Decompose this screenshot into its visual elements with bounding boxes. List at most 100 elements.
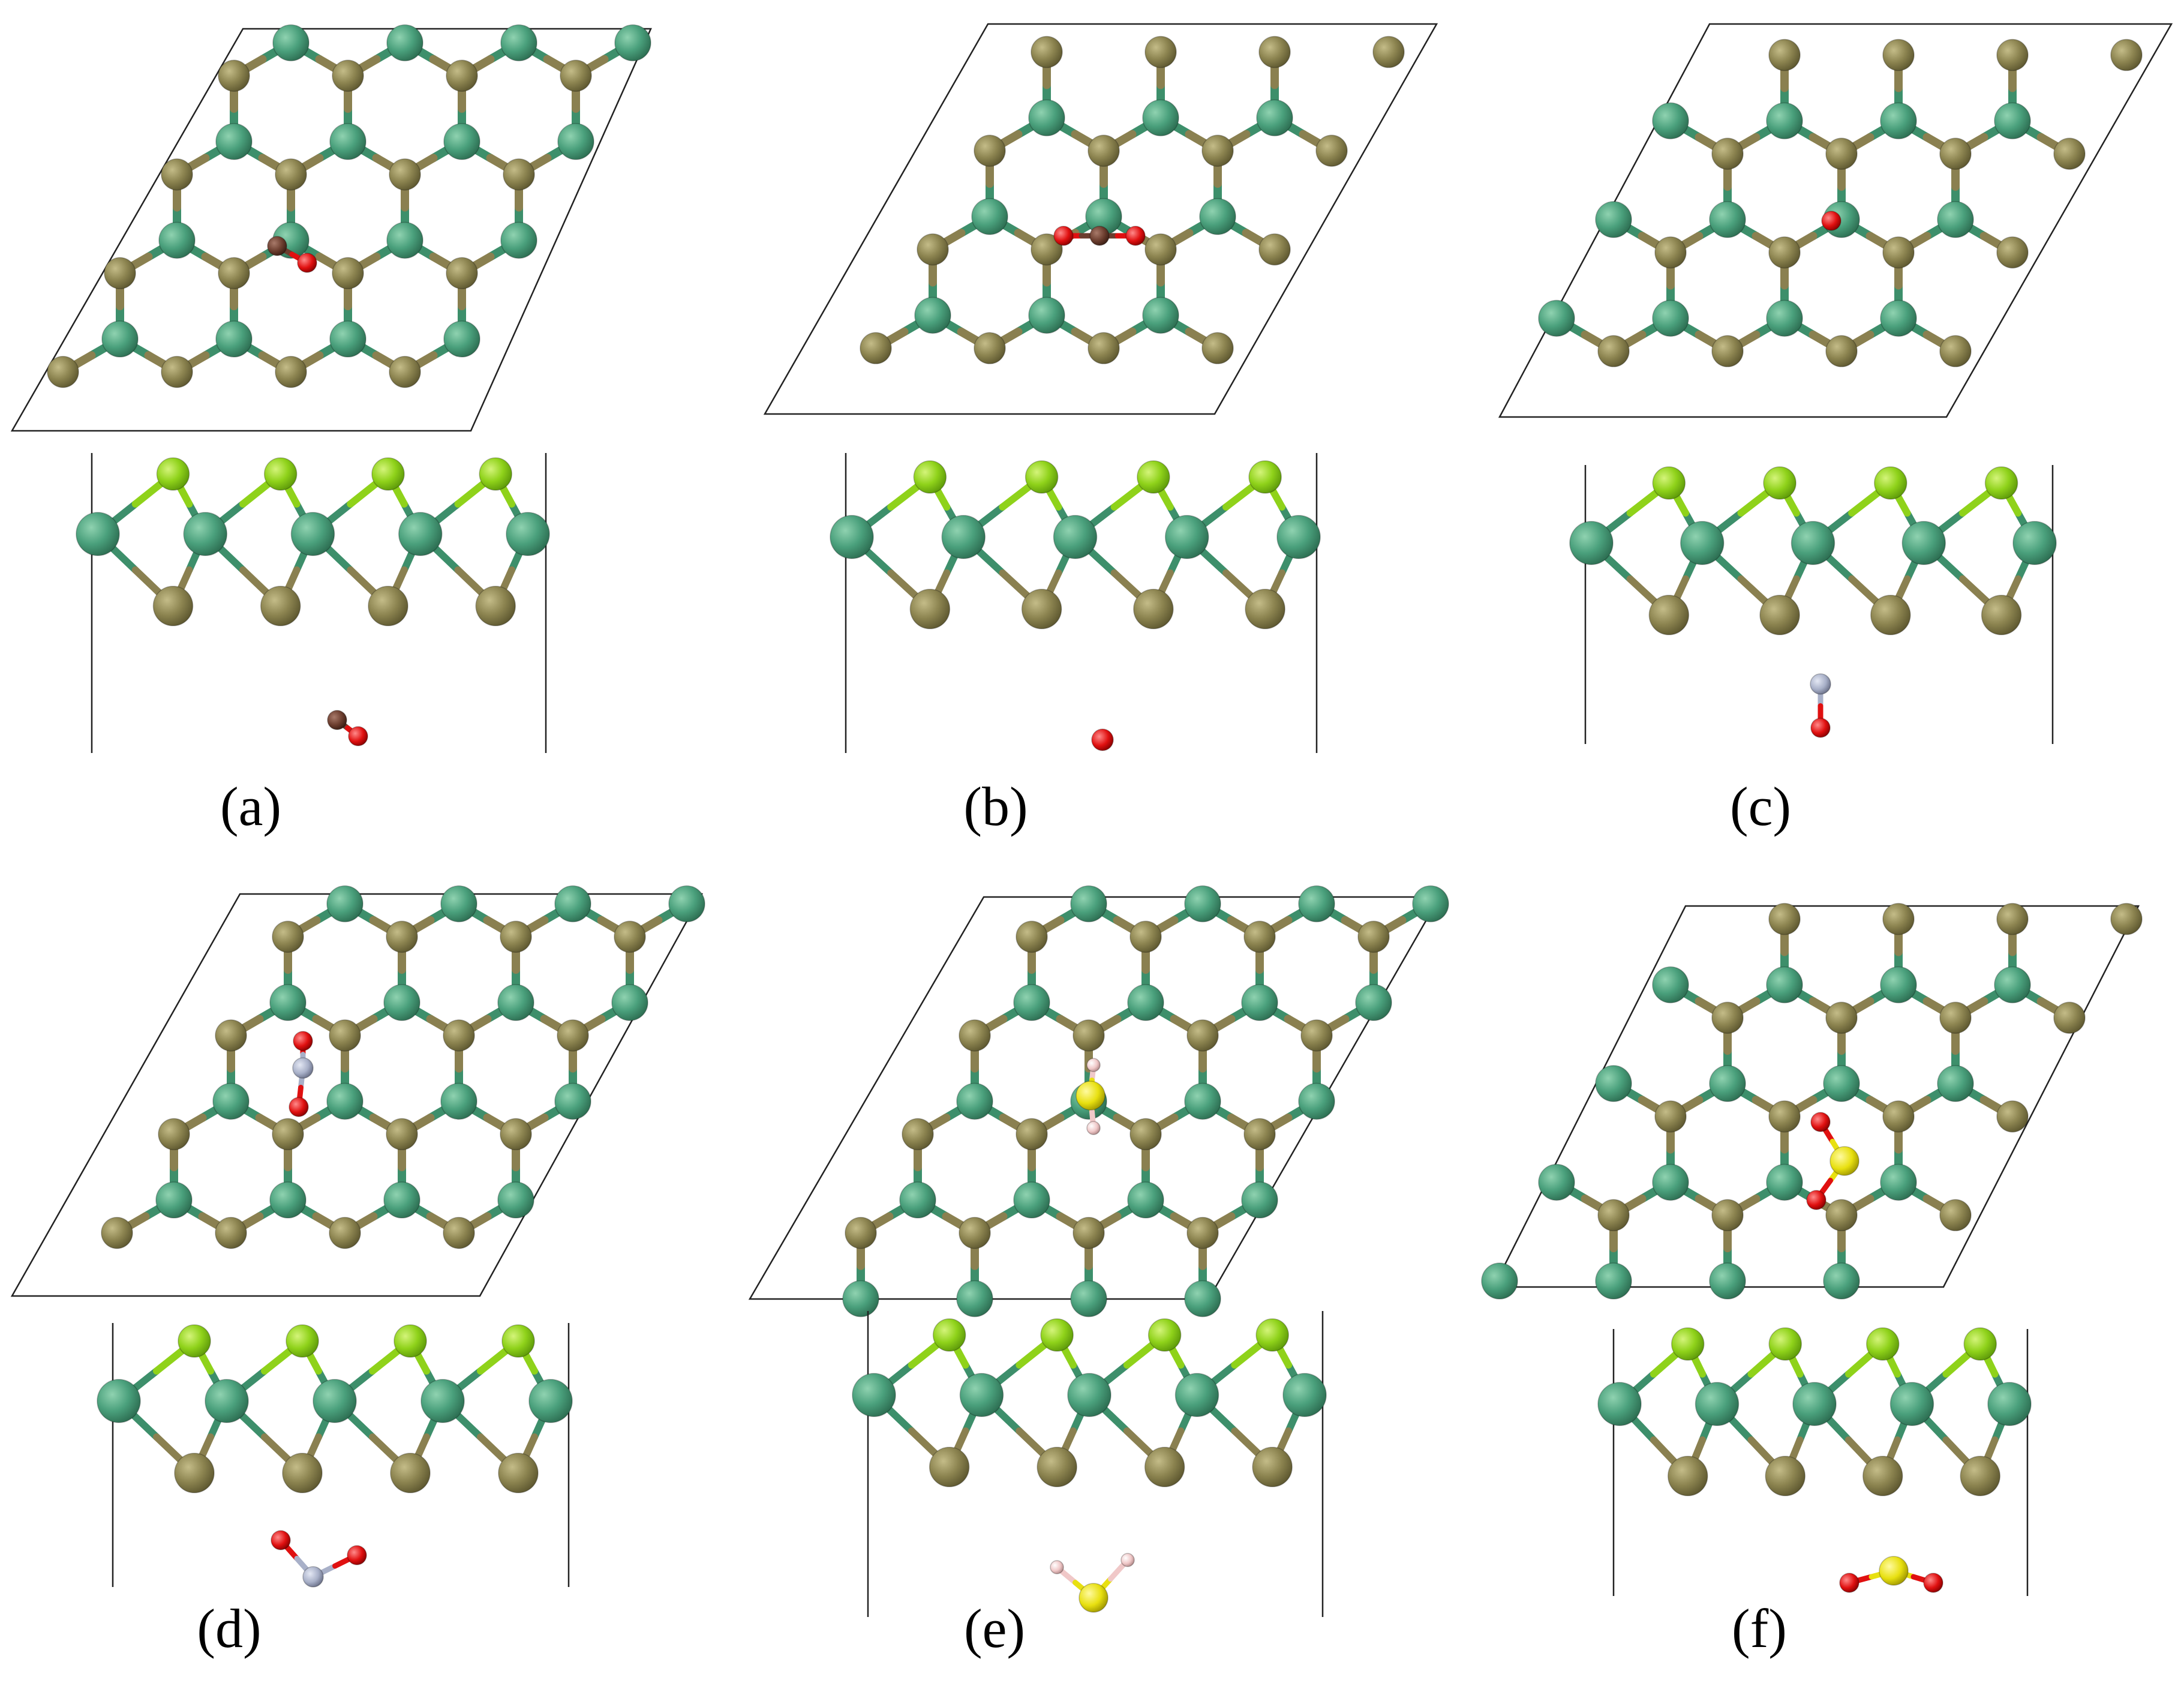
top-view-2 bbox=[1498, 23, 2173, 418]
metal-atom bbox=[420, 1379, 465, 1423]
metal-atom bbox=[329, 123, 366, 160]
metal-atom bbox=[183, 512, 227, 556]
chalcogen-atom bbox=[1996, 38, 2029, 71]
chalcogen-atom bbox=[1016, 920, 1048, 953]
hydrogen-atom bbox=[1050, 1560, 1064, 1574]
metal-atom bbox=[158, 221, 196, 259]
top-chalcogen-atom bbox=[1963, 1327, 1997, 1361]
top-view-0 bbox=[10, 24, 652, 432]
top-view-4 bbox=[748, 885, 1449, 1318]
metal-atom bbox=[971, 198, 1008, 235]
chalcogen-atom bbox=[1088, 134, 1120, 167]
metal-atom bbox=[1597, 1382, 1642, 1426]
metal-atom bbox=[1766, 966, 1803, 1004]
bottom-chalcogen-atom bbox=[1765, 1456, 1806, 1496]
metal-atom bbox=[500, 24, 537, 62]
metal-atom bbox=[215, 320, 253, 358]
metal-atom bbox=[76, 512, 120, 556]
bottom-chalcogen-atom bbox=[1037, 1447, 1077, 1487]
top-chalcogen-atom bbox=[1040, 1318, 1074, 1352]
top-chalcogen-atom bbox=[932, 1318, 966, 1352]
panel-label-b: (b) bbox=[963, 776, 1028, 837]
metal-atom bbox=[1127, 1181, 1164, 1219]
metal-atom bbox=[956, 1280, 993, 1318]
chalcogen-atom bbox=[218, 257, 250, 290]
metal-atom bbox=[1569, 521, 1614, 565]
oxygen-atom bbox=[1806, 1190, 1826, 1210]
chalcogen-atom bbox=[1186, 1019, 1219, 1052]
metal-atom bbox=[212, 1082, 250, 1120]
metal-atom bbox=[1880, 966, 1917, 1004]
chalcogen-atom bbox=[1186, 1217, 1219, 1249]
metal-atom bbox=[554, 1082, 591, 1120]
chalcogen-atom bbox=[1654, 1100, 1687, 1133]
chalcogen-atom bbox=[161, 158, 193, 191]
metal-atom bbox=[554, 885, 591, 923]
chalcogen-atom bbox=[557, 1019, 589, 1052]
chalcogen-atom bbox=[1201, 134, 1234, 167]
chalcogen-atom bbox=[272, 920, 304, 953]
side-view-5 bbox=[1597, 1327, 2032, 1596]
metal-atom bbox=[1766, 299, 1803, 337]
top-chalcogen-atom bbox=[1137, 460, 1170, 494]
metal-atom bbox=[383, 984, 420, 1021]
metal-atom bbox=[1937, 201, 1974, 238]
oxygen-atom bbox=[1091, 728, 1114, 751]
unit-cell-outline bbox=[10, 893, 704, 1297]
metal-atom bbox=[290, 512, 335, 556]
bottom-chalcogen-atom bbox=[475, 586, 516, 626]
molecule-no2-top bbox=[289, 1031, 314, 1117]
top-view-3 bbox=[10, 885, 705, 1297]
top-chalcogen-atom bbox=[263, 457, 298, 491]
metal-atom bbox=[215, 123, 253, 160]
metal-atom bbox=[269, 984, 307, 1021]
metal-atom bbox=[386, 24, 423, 62]
oxygen-atom bbox=[348, 726, 368, 746]
metal-atom bbox=[1889, 1382, 1934, 1426]
oxygen-atom bbox=[271, 1530, 291, 1550]
top-chalcogen-atom bbox=[1652, 466, 1686, 500]
metal-atom bbox=[1987, 1382, 2032, 1426]
chalcogen-atom bbox=[1711, 335, 1744, 368]
metal-atom bbox=[1880, 299, 1917, 337]
bottom-chalcogen-atom bbox=[1668, 1456, 1708, 1496]
molecule-co-top bbox=[267, 236, 317, 273]
top-chalcogen-atom bbox=[178, 1324, 211, 1358]
panel-label-d: (d) bbox=[197, 1598, 261, 1659]
chalcogen-atom bbox=[1711, 1199, 1744, 1232]
chalcogen-atom bbox=[1016, 1118, 1048, 1151]
chalcogen-atom bbox=[1129, 920, 1162, 953]
oxygen-atom bbox=[1839, 1573, 1859, 1593]
bottom-chalcogen-atom bbox=[1144, 1447, 1185, 1487]
panel-label-e: (e) bbox=[964, 1598, 1025, 1659]
metal-atom bbox=[611, 984, 648, 1021]
oxygen-atom bbox=[347, 1545, 367, 1565]
chalcogen-atom bbox=[329, 1019, 361, 1052]
chalcogen-atom bbox=[1129, 1118, 1162, 1151]
molecule-co2-side bbox=[1091, 728, 1114, 751]
molecule-no2-side bbox=[271, 1530, 367, 1588]
metal-atom bbox=[1282, 1373, 1327, 1417]
bottom-chalcogen-atom bbox=[498, 1453, 539, 1493]
metal-atom bbox=[1538, 299, 1575, 337]
metal-atom bbox=[941, 515, 986, 559]
chalcogen-atom bbox=[974, 134, 1006, 167]
top-chalcogen-atom bbox=[1866, 1327, 1900, 1361]
molecule-so2-side bbox=[1839, 1556, 1943, 1593]
chalcogen-atom bbox=[974, 332, 1006, 365]
metal-atom bbox=[1595, 201, 1632, 238]
bottom-chalcogen-atom bbox=[1021, 589, 1062, 629]
chalcogen-atom bbox=[2110, 38, 2143, 71]
top-chalcogen-atom bbox=[1147, 1318, 1182, 1352]
metal-atom bbox=[1412, 885, 1449, 923]
metal-atom bbox=[205, 1379, 249, 1423]
chalcogen-atom bbox=[614, 920, 646, 953]
metal-atom bbox=[1680, 521, 1725, 565]
metal-atom bbox=[1791, 521, 1835, 565]
side-view-2 bbox=[1569, 465, 2057, 744]
panel-label-a: (a) bbox=[220, 776, 281, 837]
chalcogen-atom bbox=[1031, 35, 1063, 68]
chalcogen-atom bbox=[1300, 1019, 1333, 1052]
panel-label-f: (f) bbox=[1732, 1598, 1787, 1659]
chalcogen-atom bbox=[446, 257, 478, 290]
